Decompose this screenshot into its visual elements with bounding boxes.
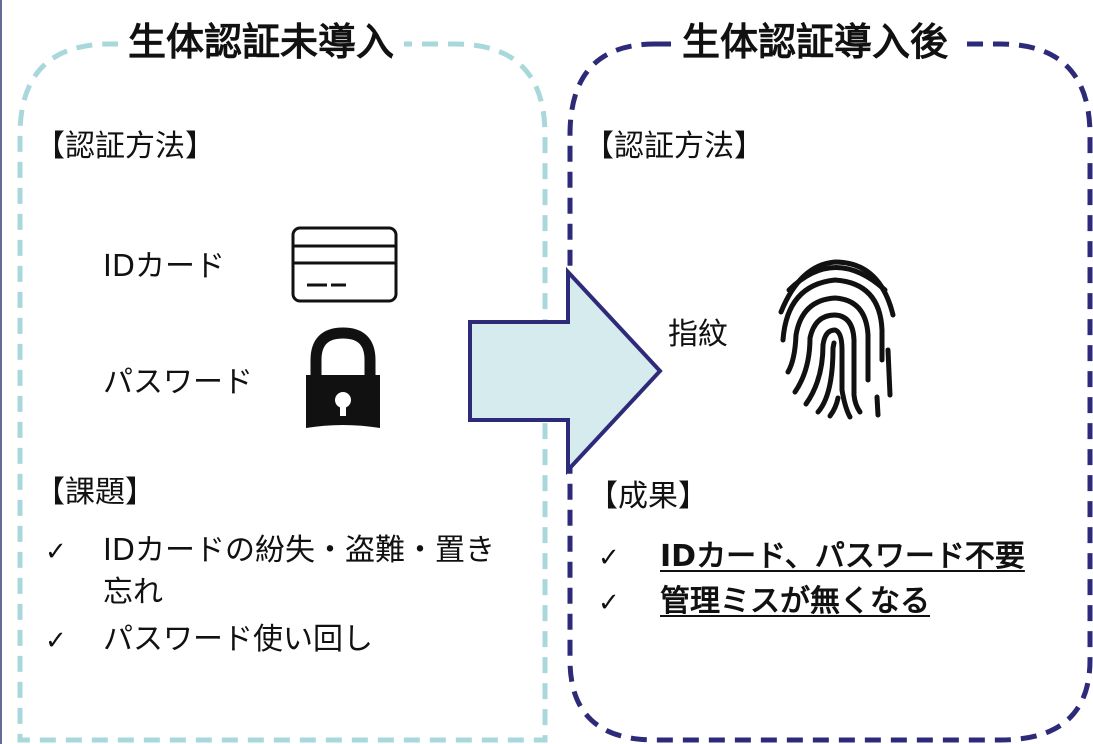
check-icon: ✓ xyxy=(45,537,67,567)
check-icon: ✓ xyxy=(598,588,620,618)
before-title: 生体認証未導入 xyxy=(118,20,405,65)
padlock-icon xyxy=(306,327,380,428)
check-icon: ✓ xyxy=(598,543,620,573)
after-title: 生体認証導入後 xyxy=(672,20,959,65)
issue-item-line1: IDカードの紛失・盗難・置き xyxy=(103,533,495,568)
result-item: 管理ミスが無くなる xyxy=(660,584,930,619)
before-method-heading: 【認証方法】 xyxy=(35,129,215,164)
issue-item-line2: 忘れ xyxy=(103,575,163,610)
fingerprint-icon xyxy=(778,259,896,420)
after-method-heading: 【認証方法】 xyxy=(584,129,764,164)
issue-item: パスワード使い回し xyxy=(103,622,373,657)
method-label-id-card: IDカード xyxy=(103,249,225,284)
check-icon: ✓ xyxy=(45,626,67,656)
method-label-fingerprint: 指紋 xyxy=(668,317,728,352)
method-label-password: パスワード xyxy=(103,365,253,400)
results-heading: 【成果】 xyxy=(588,479,708,514)
result-item: IDカード、パスワード不要 xyxy=(660,539,1025,574)
page-left-edge xyxy=(0,0,2,744)
after-panel-border xyxy=(567,41,1093,743)
transition-arrow xyxy=(468,266,663,476)
id-card-icon xyxy=(291,226,398,303)
before-panel-border xyxy=(17,41,548,743)
issues-heading: 【課題】 xyxy=(35,475,155,510)
